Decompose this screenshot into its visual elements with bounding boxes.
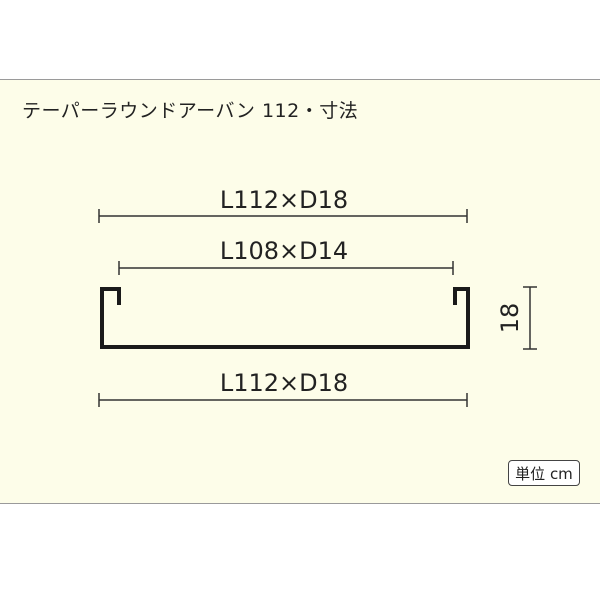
frame-profile [100, 287, 470, 349]
bottom-outer-dimension-label: L112×D18 [220, 369, 348, 397]
unit-badge: 単位 cm [508, 460, 580, 486]
bottom-outer-dimension: L112×D18 [98, 369, 468, 407]
top-outer-dimension: L112×D18 [98, 186, 468, 223]
top-outer-dimension-label: L112×D18 [220, 186, 348, 214]
inner-dimension-label: L108×D14 [220, 237, 348, 265]
inner-dimension: L108×D14 [118, 237, 454, 275]
diagram-title: テーパーラウンドアーバン 112・寸法 [22, 100, 359, 122]
depth-dimension-label: 18 [496, 303, 524, 334]
depth-dimension: 18 [496, 286, 537, 350]
